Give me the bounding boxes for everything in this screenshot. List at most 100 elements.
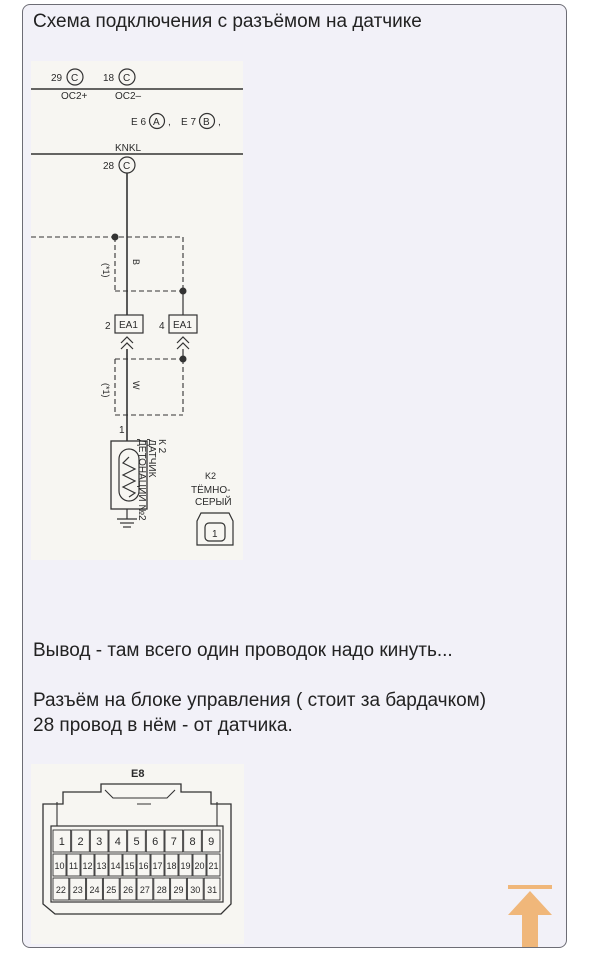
svg-text:C: C — [71, 73, 78, 84]
ecu-pin-cell — [69, 877, 87, 901]
ecu-pin-cell — [86, 877, 103, 901]
ecu-pin-cell — [164, 853, 179, 877]
post-card: Схема подключения с разъёмом на датчике … — [22, 4, 567, 948]
wire-w-label: W — [131, 381, 141, 390]
ecu-pin-label: 20 — [194, 861, 204, 871]
ecu-pin-label: 5 — [133, 836, 139, 848]
svg-text:B: B — [203, 117, 210, 128]
ecu-pin-label: 1 — [59, 836, 65, 848]
shield-note-1: (*1) — [101, 263, 111, 278]
ecu-pin-label: 25 — [106, 885, 116, 895]
ecu-pin-cell — [108, 853, 123, 877]
pin-2-label: 2 — [105, 321, 111, 332]
ea1-connector-right: EA1 — [173, 320, 192, 331]
ecu-pin-label: 30 — [190, 885, 200, 895]
ecu-pin-label: 4 — [115, 836, 121, 848]
ecu-pin-label: 15 — [124, 861, 134, 871]
k2-plug-label: K2 — [205, 471, 216, 481]
pin-18-label: 18 — [103, 73, 115, 84]
k2-color-line1: ТЁМНО- — [191, 484, 230, 496]
ecu-pin-cell — [52, 877, 70, 901]
ecu-pin-cell — [170, 877, 187, 901]
post-paragraph-2-line-2: 28 провод в нём - от датчика. — [33, 715, 293, 736]
ecu-pin-cell — [164, 829, 184, 853]
ecu-pin-cell — [153, 877, 171, 901]
sensor-name-line2: ДЕТОНАЦИИ №2 — [136, 439, 147, 521]
e7-label: E 7 — [181, 117, 196, 128]
ecu-pin-label: 16 — [138, 861, 148, 871]
ecu-pin-label: 9 — [208, 836, 214, 848]
scroll-top-button[interactable] — [504, 885, 556, 947]
ecu-pin-cell — [183, 829, 202, 853]
ecu-pin-label: 6 — [152, 836, 158, 848]
ecu-pin-cell — [136, 853, 151, 877]
ecu-pin-cell — [192, 853, 207, 877]
ecu-pin-label: 19 — [180, 861, 190, 871]
svg-text:,: , — [218, 117, 221, 128]
ea1-connector-left: EA1 — [119, 320, 138, 331]
ecu-connector-name: E8 — [131, 768, 144, 780]
ecu-pin-label: 14 — [110, 861, 120, 871]
post-title: Схема подключения с разъёмом на датчике — [33, 11, 422, 32]
ecu-pin-cell — [127, 829, 146, 853]
ecu-pin-cell — [178, 853, 193, 877]
e6-label: E 6 — [131, 117, 146, 128]
ecu-pin-label: 10 — [54, 861, 64, 871]
ecu-pin-cell — [186, 877, 204, 901]
ecu-pin-cell — [119, 877, 137, 901]
ecu-pin-cell — [108, 829, 128, 853]
ecu-pin-label: 22 — [56, 885, 66, 895]
ecu-pin-label: 31 — [207, 885, 217, 895]
ecu-pin-label: 12 — [82, 861, 92, 871]
ecu-pin-label: 23 — [73, 885, 83, 895]
ecu-pin-label: 13 — [96, 861, 106, 871]
ecu-pin-label: 2 — [77, 836, 83, 848]
ecu-pin-label: 27 — [140, 885, 150, 895]
oc2-minus-label: OC2– — [115, 91, 142, 102]
ecu-pin-cell — [122, 853, 137, 877]
post-paragraph-2-line-1: Разъём на блоке управления ( стоит за ба… — [33, 690, 487, 711]
pin-4-label: 4 — [159, 321, 165, 332]
ecu-pin-cell — [206, 853, 221, 877]
ecu-pin-cell — [52, 829, 72, 853]
ecu-pin-cell — [145, 829, 165, 853]
ecu-pin-cell — [71, 829, 90, 853]
ecu-pin-cell — [150, 853, 165, 877]
ecu-pin-cell — [89, 829, 109, 853]
ecu-pin-label: 3 — [96, 836, 102, 848]
ecu-pin-cell — [201, 829, 221, 853]
post-paragraph-1: Вывод - там всего один проводок надо кин… — [33, 640, 453, 661]
shield-note-2: (*1) — [101, 383, 111, 398]
ecu-pin-cell — [203, 877, 221, 901]
oc2-plus-label: OC2+ — [61, 91, 88, 102]
ecu-pin-cell — [102, 877, 120, 901]
arrow-up-icon — [508, 885, 552, 947]
ecu-pin-label: 21 — [208, 861, 218, 871]
ecu-pin-cell — [136, 877, 154, 901]
svg-text:C: C — [123, 73, 130, 84]
svg-text:A: A — [153, 117, 160, 128]
ecu-pin-label: 17 — [152, 861, 162, 871]
ecu-pin-label: 26 — [123, 885, 133, 895]
ecu-pin-cell — [80, 853, 95, 877]
ecu-pin-cell — [66, 853, 81, 877]
svg-text:,: , — [168, 117, 171, 128]
pin-28-label: 28 — [103, 161, 115, 172]
sensor-name-line1: ДАТЧИК — [146, 439, 157, 478]
ecu-pin-label: 11 — [69, 861, 78, 871]
ecu-pin-label: 8 — [189, 836, 195, 848]
k2-color-line2: СЕРЫЙ — [195, 495, 232, 508]
pin-29-label: 29 — [51, 73, 63, 84]
svg-text:C: C — [123, 161, 130, 172]
sensor-k2-label: К 2 — [156, 439, 167, 454]
k2-plug-pin: 1 — [212, 529, 218, 540]
ecu-pin-cell — [52, 853, 67, 877]
ecu-pin-cell — [94, 853, 109, 877]
ecu-pin-label: 24 — [89, 885, 99, 895]
wire-b-label: B — [131, 259, 141, 265]
wiring-diagram-image[interactable]: 29 C OC2+ 18 C OC2– E 6 A , E 7 B , KNKL… — [31, 61, 243, 560]
ecu-pin-label: 28 — [157, 885, 167, 895]
